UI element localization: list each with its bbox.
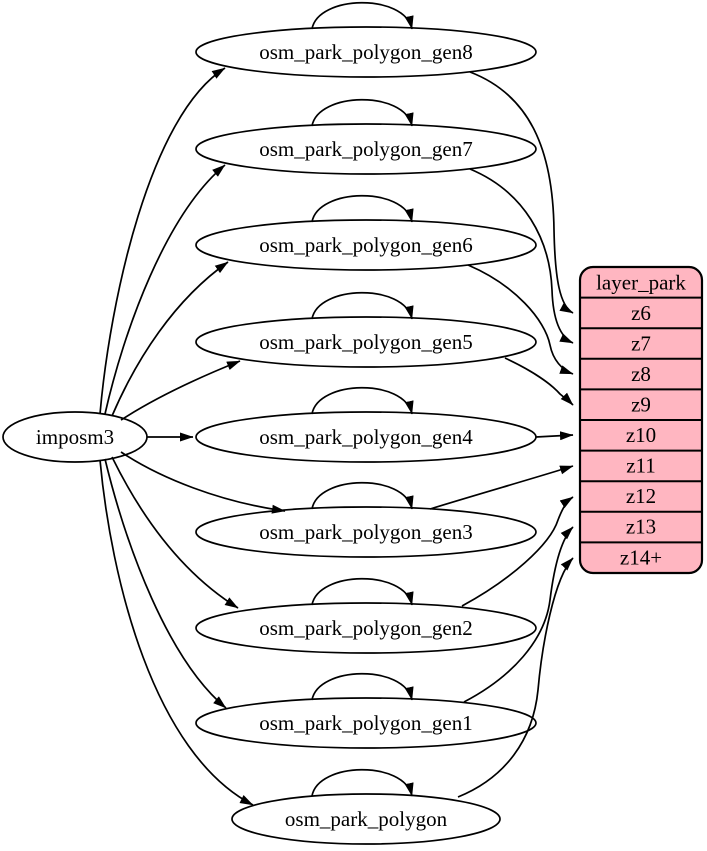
edge-gen6-z8 — [467, 264, 574, 375]
row-z8: z8 — [631, 362, 651, 386]
table-ellipse — [195, 219, 537, 271]
edge-gen2-z12 — [461, 496, 574, 607]
edge-imposm3-gen8 — [99, 67, 226, 415]
table-label: osm_park_polygon_gen2 — [259, 616, 472, 640]
node-osm-park-polygon-gen2: osm_park_polygon_gen2 — [195, 602, 537, 654]
imposm3-label: imposm3 — [36, 425, 114, 449]
edge-imposm3-gen1 — [104, 458, 227, 709]
table-ellipse — [231, 793, 501, 845]
node-imposm3: imposm3 — [2, 411, 148, 463]
node-osm-park-polygon-gen5: osm_park_polygon_gen5 — [195, 316, 537, 368]
row-z14plus: z14+ — [620, 546, 662, 570]
edge-park-z14plus — [457, 557, 574, 798]
edge-gen8-z6 — [469, 71, 574, 314]
edge-imposm3-park — [99, 459, 254, 806]
edge-imposm3-gen5 — [120, 360, 241, 421]
self-loop-park — [311, 768, 414, 797]
node-osm-park-polygon-gen3: osm_park_polygon_gen3 — [195, 506, 537, 558]
table-ellipse — [195, 506, 537, 558]
node-osm-park-polygon-gen4: osm_park_polygon_gen4 — [195, 411, 537, 463]
layer-park-header: layer_park — [596, 271, 686, 295]
table-ellipse — [195, 316, 537, 368]
self-loop-gen6 — [311, 194, 414, 223]
edges-imposm3-to-tables — [99, 67, 286, 806]
edge-gen4-z10 — [535, 431, 574, 441]
edge-imposm3-gen6 — [111, 261, 229, 417]
table-label: osm_park_polygon_gen1 — [259, 711, 472, 735]
edge-gen7-z7 — [469, 168, 574, 344]
table-label: osm_park_polygon_gen7 — [259, 137, 472, 161]
table-ellipse — [195, 697, 537, 749]
node-osm-park-polygon-gen7: osm_park_polygon_gen7 — [195, 123, 537, 175]
edge-gen3-z11 — [429, 465, 574, 510]
self-loop-gen5 — [311, 291, 414, 320]
row-z13: z13 — [626, 515, 656, 539]
row-z9: z9 — [631, 393, 651, 417]
row-z7: z7 — [631, 332, 651, 356]
table-ellipse — [195, 26, 537, 78]
row-z11: z11 — [626, 454, 656, 478]
self-loop-gen3 — [311, 481, 414, 510]
self-loop-gen1 — [311, 672, 414, 701]
self-loop-gen4 — [311, 386, 414, 415]
table-label: osm_park_polygon — [285, 807, 448, 831]
row-z10: z10 — [626, 423, 656, 447]
row-z12: z12 — [626, 484, 656, 508]
table-label: osm_park_polygon_gen8 — [259, 40, 472, 64]
self-loop-gen2 — [311, 577, 414, 606]
node-osm-park-polygon-gen6: osm_park_polygon_gen6 — [195, 219, 537, 271]
node-osm-park-polygon: osm_park_polygon — [231, 793, 501, 845]
edge-gen1-z13 — [463, 526, 574, 703]
edge-gen5-z9 — [504, 357, 574, 406]
edge-imposm3-gen2 — [111, 456, 239, 609]
edge-imposm3-gen3 — [120, 451, 286, 514]
self-loop-edges — [311, 1, 414, 797]
edges-tables-to-layer — [429, 71, 574, 798]
table-label: osm_park_polygon_gen4 — [259, 425, 473, 449]
node-osm-park-polygon-gen1: osm_park_polygon_gen1 — [195, 697, 537, 749]
table-label: osm_park_polygon_gen6 — [259, 233, 472, 257]
node-osm-park-polygon-gen8: osm_park_polygon_gen8 — [195, 26, 537, 78]
table-ellipse — [195, 602, 537, 654]
table-label: osm_park_polygon_gen3 — [259, 520, 472, 544]
table-label: osm_park_polygon_gen5 — [259, 330, 472, 354]
self-loop-gen8 — [311, 1, 414, 30]
table-ellipse — [195, 123, 537, 175]
self-loop-gen7 — [311, 98, 414, 127]
edge-imposm3-gen7 — [104, 164, 226, 415]
row-z6: z6 — [631, 301, 651, 325]
node-layer-park: layer_park z6 z7 z8 z9 z10 z11 z12 z13 z… — [578, 265, 704, 575]
